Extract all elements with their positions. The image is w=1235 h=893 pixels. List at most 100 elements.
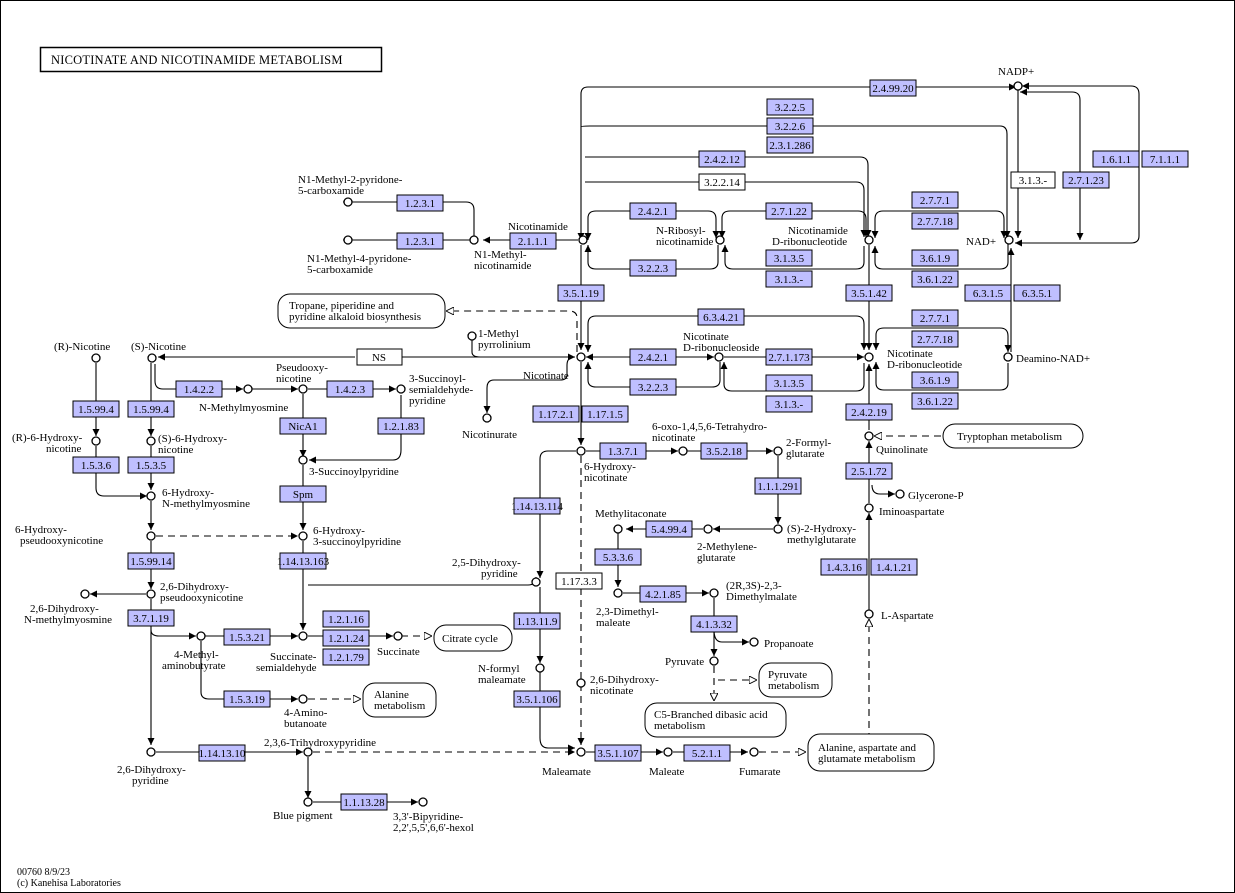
enzyme-box[interactable]: 1.2.1.79 <box>322 648 370 666</box>
enzyme-box[interactable]: 3.7.1.19 <box>127 609 175 627</box>
enzyme-box[interactable]: 6.3.1.5 <box>964 284 1012 302</box>
enzyme-box[interactable]: 1.13.11.9 <box>513 612 561 630</box>
node-n1mn[interactable] <box>469 235 479 245</box>
enzyme-box[interactable]: 1.14.13.10 <box>198 744 246 762</box>
node-3sp[interactable] <box>298 455 308 465</box>
node-mitac[interactable] <box>613 524 623 534</box>
enzyme-box[interactable]: 3.2.2.6 <box>766 117 814 135</box>
enzyme-box[interactable]: 6.3.5.1 <box>1013 284 1061 302</box>
node-s6hn[interactable] <box>146 436 156 446</box>
enzyme-box[interactable]: 1.2.1.24 <box>322 629 370 647</box>
enzyme-box[interactable]: 1.4.3.16 <box>820 558 868 576</box>
enzyme-box[interactable]: 1.2.1.83 <box>377 417 425 435</box>
enzyme-box[interactable]: 2.4.2.19 <box>845 403 893 421</box>
enzyme-box[interactable]: 5.4.99.4 <box>645 520 693 538</box>
node-nad[interactable] <box>1004 235 1014 245</box>
enzyme-box[interactable]: 1.5.3.19 <box>223 690 271 708</box>
enzyme-box[interactable]: 2.4.99.20 <box>869 79 917 97</box>
node-succ[interactable] <box>393 631 403 641</box>
node-s2hmg[interactable] <box>773 524 783 534</box>
node-23dmm[interactable] <box>613 588 623 598</box>
enzyme-box[interactable]: 1.17.1.5 <box>581 405 629 423</box>
node-glyp[interactable] <box>895 489 905 499</box>
enzyme-box[interactable]: 1.2.3.1 <box>396 194 444 212</box>
enzyme-box[interactable]: 1.17.2.1 <box>532 405 580 423</box>
enzyme-box[interactable]: 3.1.3.- <box>1010 171 1056 189</box>
enzyme-box[interactable]: 1.2.3.1 <box>396 232 444 250</box>
node-nicotinate[interactable] <box>576 352 586 362</box>
enzyme-box[interactable]: 1.14.13.163 <box>277 552 330 570</box>
node-3ssp[interactable] <box>396 384 406 394</box>
enzyme-box[interactable]: 1.5.99.4 <box>127 400 175 418</box>
node-iminoasp[interactable] <box>864 503 874 513</box>
node-maleate[interactable] <box>663 747 673 757</box>
node-6oxo[interactable] <box>678 446 688 456</box>
node-25dhp[interactable] <box>531 577 541 587</box>
node-4mab[interactable] <box>196 631 206 641</box>
enzyme-box[interactable]: 3.6.1.22 <box>911 270 959 288</box>
node-namn[interactable] <box>864 352 874 362</box>
enzyme-box[interactable]: 3.5.2.18 <box>700 442 748 460</box>
pathway-link-tryptophan[interactable]: Tryptophan metabolism <box>942 423 1084 449</box>
enzyme-box[interactable]: 3.2.2.14 <box>698 173 746 191</box>
enzyme-box[interactable]: 2.4.2.1 <box>629 348 677 366</box>
enzyme-box[interactable]: 3.5.1.19 <box>557 284 605 302</box>
enzyme-box[interactable]: 2.7.1.173 <box>765 348 813 366</box>
node-6hpseudo[interactable] <box>146 531 156 541</box>
node-nmm[interactable] <box>243 384 253 394</box>
enzyme-box[interactable]: 7.1.1.1 <box>1141 150 1189 168</box>
enzyme-box[interactable]: 1.17.3.3 <box>555 572 603 590</box>
enzyme-box[interactable]: 1.5.99.14 <box>127 552 175 570</box>
enzyme-box[interactable]: 2.7.7.1 <box>911 191 959 209</box>
enzyme-box[interactable]: 1.2.1.16 <box>322 610 370 628</box>
enzyme-box[interactable]: 2.4.2.12 <box>698 150 746 168</box>
enzyme-box[interactable]: 3.5.1.106 <box>513 690 561 708</box>
node-nicotinamide[interactable] <box>578 235 588 245</box>
node-pseudo[interactable] <box>298 384 308 394</box>
enzyme-box[interactable]: 3.5.1.42 <box>845 284 893 302</box>
enzyme-box[interactable]: 1.4.1.21 <box>870 558 918 576</box>
node-4ab[interactable] <box>298 694 308 704</box>
enzyme-box[interactable]: 2.7.7.18 <box>911 330 959 348</box>
node-26dhn[interactable] <box>576 678 586 688</box>
node-nmn[interactable] <box>864 235 874 245</box>
enzyme-box[interactable]: 1.1.13.28 <box>340 793 388 811</box>
node-fumarate[interactable] <box>749 747 759 757</box>
node-snic[interactable] <box>147 353 157 363</box>
node-nicotinurate[interactable] <box>482 413 492 423</box>
enzyme-box[interactable]: NS <box>356 348 403 366</box>
enzyme-box[interactable]: 5.2.1.1 <box>683 744 731 762</box>
node-6hnicotinate[interactable] <box>576 446 586 456</box>
enzyme-box[interactable]: 2.3.1.286 <box>766 136 814 154</box>
enzyme-box[interactable]: 1.5.3.6 <box>72 456 120 474</box>
enzyme-box[interactable]: 3.2.2.5 <box>766 98 814 116</box>
enzyme-box[interactable]: 3.2.2.3 <box>629 259 677 277</box>
pathway-link-citrate[interactable]: Citrate cycle <box>433 624 513 652</box>
node-quin[interactable] <box>864 431 874 441</box>
node-nfm[interactable] <box>535 663 545 673</box>
node-bipyr[interactable] <box>418 797 428 807</box>
enzyme-box[interactable]: 2.7.1.23 <box>1062 171 1110 189</box>
node-maleamate[interactable] <box>576 747 586 757</box>
enzyme-box[interactable]: 3.1.3.5 <box>765 374 813 392</box>
enzyme-box[interactable]: 2.5.1.72 <box>845 462 893 480</box>
node-succsa[interactable] <box>298 631 308 641</box>
enzyme-box[interactable]: 1.3.7.1 <box>599 442 647 460</box>
enzyme-box[interactable]: 4.1.3.32 <box>690 615 738 633</box>
enzyme-box[interactable]: 1.5.3.5 <box>127 456 175 474</box>
enzyme-box[interactable]: 3.6.1.9 <box>911 371 959 389</box>
node-2fg[interactable] <box>773 446 783 456</box>
enzyme-box[interactable]: 2.1.1.1 <box>509 232 557 250</box>
node-bp[interactable] <box>303 797 313 807</box>
node-6h3sp[interactable] <box>298 531 308 541</box>
enzyme-box[interactable]: 2.7.7.1 <box>911 309 959 327</box>
enzyme-box[interactable]: 1.4.2.3 <box>326 380 374 398</box>
node-n1m4p[interactable] <box>343 235 353 245</box>
node-26dnm[interactable] <box>80 589 90 599</box>
node-nrn[interactable] <box>715 235 725 245</box>
enzyme-box[interactable]: 1.5.3.21 <box>223 628 271 646</box>
